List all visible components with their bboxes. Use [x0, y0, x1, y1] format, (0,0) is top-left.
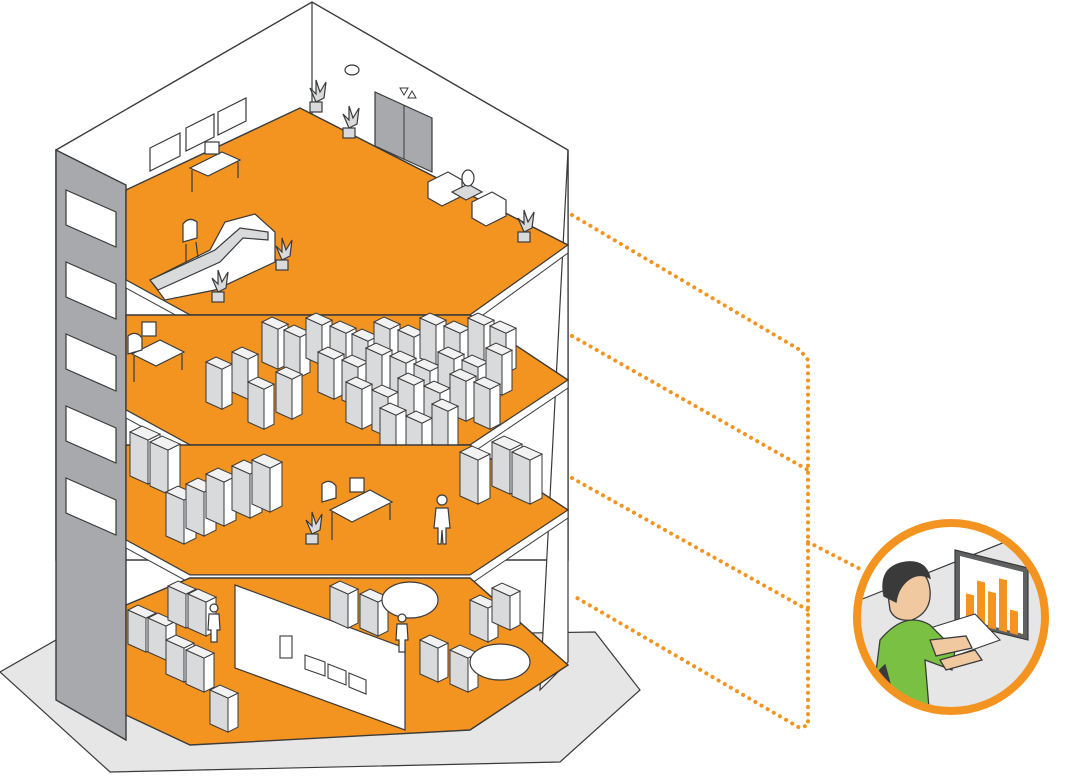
- screen-bar: [988, 591, 996, 630]
- screen-bar: [977, 580, 985, 627]
- technician-figure: [433, 494, 451, 545]
- mechanical-unit: [328, 580, 360, 629]
- power-equipment: [128, 425, 544, 545]
- server-rack: [472, 376, 502, 431]
- data-center-workstation: [127, 321, 186, 382]
- mechanical-unit: [184, 644, 216, 693]
- floor-power-room: [125, 425, 570, 584]
- power-cabinet: [458, 445, 492, 505]
- monitoring-links: [570, 213, 864, 731]
- pillar-windows: [65, 189, 117, 536]
- floor-lobby: [125, 64, 570, 324]
- power-cabinet: [510, 445, 544, 505]
- floor-mechanical: [125, 577, 570, 746]
- ceiling-sensor: [344, 64, 360, 76]
- server-rack: [344, 376, 374, 431]
- screen-bar: [999, 578, 1007, 633]
- server-rack: [204, 356, 234, 411]
- elevator-doors: [374, 87, 433, 173]
- server-rack: [274, 366, 304, 421]
- lobby-plants: [211, 79, 535, 303]
- reception-desk: [149, 213, 276, 301]
- power-room-plant: [305, 511, 323, 545]
- wall-monitors: [149, 97, 247, 172]
- building-pillar: [55, 148, 127, 742]
- screen-bar: [1010, 609, 1018, 635]
- mechanical-equipment: [126, 580, 522, 733]
- power-cabinet: [250, 453, 284, 513]
- lobby-sofas: [427, 169, 507, 227]
- mechanical-technicians: [207, 603, 409, 653]
- tanks: [381, 581, 531, 681]
- operator-badge: [853, 519, 1049, 715]
- mechanical-wall-monitors: [279, 635, 367, 695]
- mechanical-unit: [208, 684, 240, 733]
- power-cabinet: [148, 435, 182, 495]
- mechanical-unit: [468, 594, 500, 643]
- server-rack: [316, 346, 346, 401]
- server-rack: [430, 398, 460, 453]
- server-rack: [378, 402, 408, 457]
- server-rack: [246, 376, 276, 431]
- lobby-desk: [188, 141, 242, 192]
- mechanical-unit: [490, 582, 522, 631]
- mechanical-unit: [418, 634, 450, 683]
- power-room-workstation: [321, 477, 394, 540]
